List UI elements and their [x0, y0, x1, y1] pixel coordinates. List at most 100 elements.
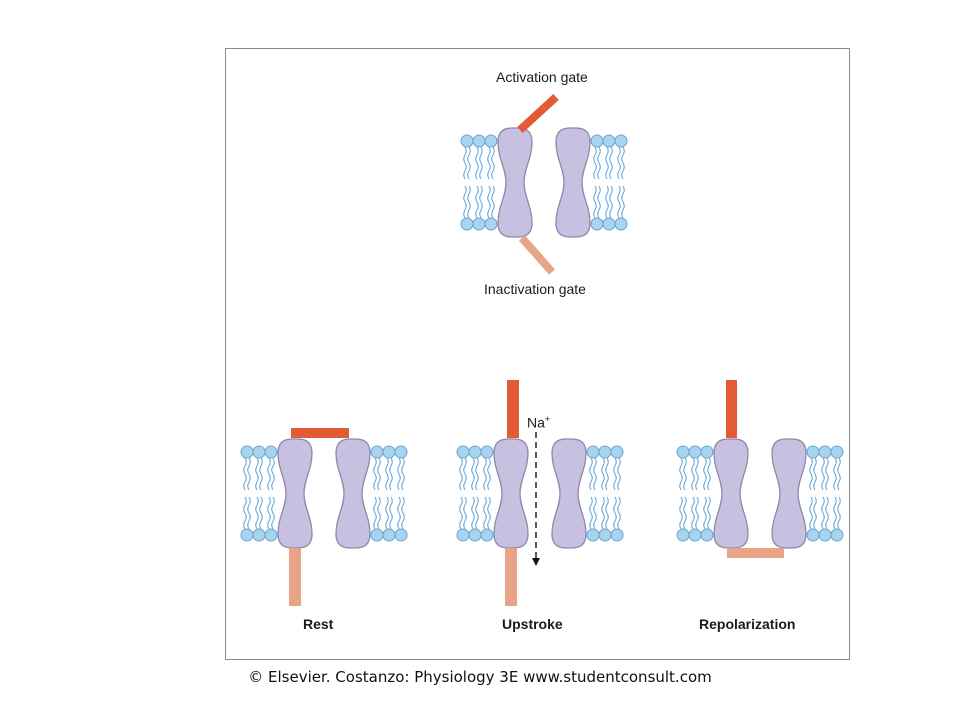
channel-subunit-left — [713, 438, 749, 549]
lipid-tail — [821, 496, 825, 530]
lipid-tail — [589, 457, 593, 491]
lipid-head-outer — [382, 445, 396, 459]
lipid-tail — [267, 496, 271, 530]
lipid-tail — [483, 496, 487, 530]
lipid-tail — [617, 496, 621, 530]
lipid-tail — [621, 146, 625, 180]
lipid-tail — [609, 146, 613, 180]
lipid-right — [818, 445, 832, 542]
lipid-tail — [463, 496, 467, 530]
lipid-tail — [683, 457, 687, 491]
channel-subunit-left — [277, 438, 313, 549]
lipid-tail — [463, 457, 467, 491]
channel-upstroke — [456, 380, 624, 606]
lipid-head-outer — [394, 445, 408, 459]
lipid-tail — [385, 496, 389, 530]
lipid-left — [240, 445, 254, 542]
lipid-tail — [621, 185, 625, 219]
lipid-left — [264, 445, 278, 542]
lipid-tail — [707, 457, 711, 491]
lipid-head-outer — [460, 134, 474, 148]
lipid-tail — [809, 457, 813, 491]
lipid-tail — [491, 185, 495, 219]
lipid-tail — [247, 496, 251, 530]
lipid-tail — [475, 185, 479, 219]
inactivation-gate-open — [519, 235, 555, 275]
lipid-tail — [385, 457, 389, 491]
lipid-right — [382, 445, 396, 542]
lipid-tail — [597, 185, 601, 219]
lipid-tail — [487, 457, 491, 491]
lipid-right — [370, 445, 384, 542]
state-label-upstroke: Upstroke — [502, 616, 563, 632]
inactivation-gate-label: Inactivation gate — [484, 281, 586, 297]
lipid-head-inner — [598, 528, 612, 542]
lipid-head-inner — [468, 528, 482, 542]
lipid-tail — [597, 146, 601, 180]
state-label-rest: Rest — [303, 616, 334, 632]
lipid-head-inner — [394, 528, 408, 542]
lipid-head-inner — [382, 528, 396, 542]
lipid-head-inner — [370, 528, 384, 542]
lipid-tail — [617, 185, 621, 219]
activation-gate-closed — [291, 428, 349, 438]
lipid-head-outer — [484, 134, 498, 148]
lipid-tail — [487, 185, 491, 219]
lipid-tail — [837, 457, 841, 491]
lipid-head-outer — [688, 445, 702, 459]
lipid-tail — [617, 457, 621, 491]
channel-subunit-right — [771, 438, 807, 549]
lipid-head-outer — [806, 445, 820, 459]
lipid-tail — [609, 185, 613, 219]
lipid-tail — [605, 496, 609, 530]
lipid-right — [830, 445, 844, 542]
lipid-head-outer — [264, 445, 278, 459]
channel-repolarization — [676, 380, 844, 558]
lipid-tail — [601, 496, 605, 530]
lipid-head-inner — [806, 528, 820, 542]
lipid-head-outer — [468, 445, 482, 459]
activation-gate-open — [726, 380, 737, 438]
channel-subunit-left — [493, 438, 529, 549]
lipid-left — [676, 445, 690, 542]
lipid-tail — [589, 496, 593, 530]
lipid-left — [460, 134, 474, 231]
lipid-right — [598, 445, 612, 542]
lipid-tail — [475, 496, 479, 530]
lipid-tail — [813, 496, 817, 530]
lipid-right — [586, 445, 600, 542]
sodium-ion-label: Na+ — [527, 414, 550, 431]
lipid-head-inner — [480, 528, 494, 542]
lipid-head-outer — [240, 445, 254, 459]
channel-subunit-right — [551, 438, 587, 549]
lipid-tail — [397, 496, 401, 530]
lipid-tail — [463, 185, 467, 219]
lipid-tail — [475, 146, 479, 180]
lipid-head-outer — [480, 445, 494, 459]
lipid-tail — [617, 146, 621, 180]
lipid-tail — [613, 457, 617, 491]
lipid-tail — [679, 496, 683, 530]
lipid-tail — [679, 457, 683, 491]
lipid-head-outer — [456, 445, 470, 459]
lipid-tail — [377, 457, 381, 491]
lipid-tail — [821, 457, 825, 491]
lipid-left — [480, 445, 494, 542]
channel-subunit-right — [335, 438, 371, 549]
lipid-tail — [259, 496, 263, 530]
lipid-tail — [459, 457, 463, 491]
lipid-head-outer — [590, 134, 604, 148]
lipid-tail — [271, 496, 275, 530]
lipid-tail — [377, 496, 381, 530]
lipid-tail — [483, 457, 487, 491]
activation-gate-label: Activation gate — [496, 69, 588, 85]
lipid-left — [468, 445, 482, 542]
inactivation-gate-open — [505, 548, 517, 606]
lipid-tail — [703, 496, 707, 530]
channel-subunit-right — [555, 127, 591, 238]
lipid-tail — [613, 496, 617, 530]
lipid-right — [602, 134, 616, 231]
lipid-left — [700, 445, 714, 542]
lipid-tail — [813, 457, 817, 491]
lipid-tail — [373, 496, 377, 530]
